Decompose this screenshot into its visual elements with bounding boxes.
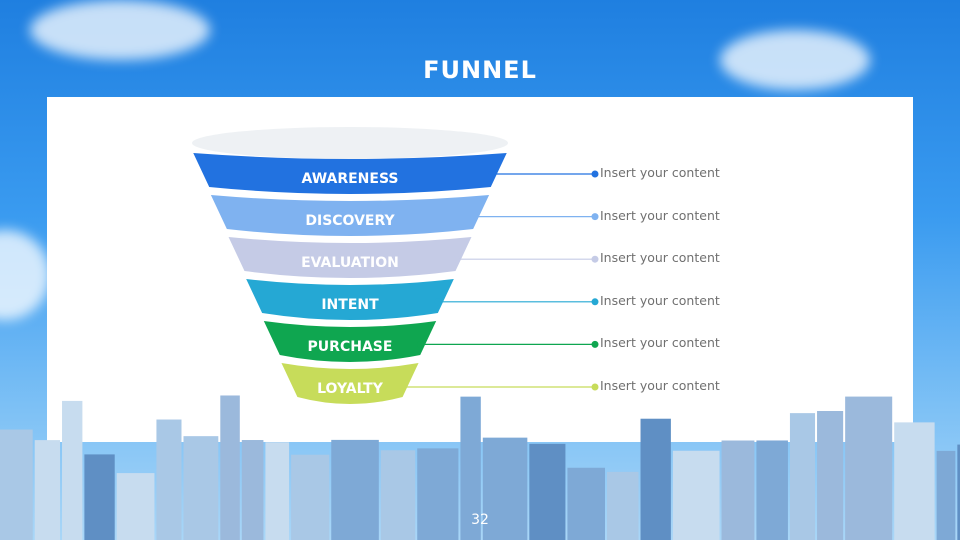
building <box>291 454 330 540</box>
funnel-top <box>192 127 508 159</box>
building <box>640 418 671 540</box>
slide-title: FUNNEL <box>423 56 537 84</box>
building <box>817 411 844 540</box>
building <box>380 450 416 540</box>
cloud <box>720 30 870 90</box>
stage-description: Insert your content <box>600 250 720 266</box>
building <box>220 395 240 540</box>
connector-dot <box>591 213 599 221</box>
connector-dot <box>591 170 599 178</box>
building <box>331 439 379 540</box>
building <box>567 467 606 540</box>
connector-dot <box>398 383 406 391</box>
stage-description: Insert your content <box>600 207 720 223</box>
stage-description: Insert your content <box>600 378 720 393</box>
connector-dot <box>452 255 460 263</box>
building <box>482 437 528 540</box>
building <box>265 442 290 540</box>
page-number: 32 <box>471 512 489 528</box>
connector-dot <box>470 213 478 221</box>
connector-dot <box>591 255 599 263</box>
building <box>672 450 720 540</box>
content-card <box>47 97 913 442</box>
building <box>721 440 755 540</box>
connector-dot <box>591 340 599 348</box>
building <box>936 450 956 540</box>
funnel-stage-awareness <box>193 153 507 194</box>
stage-description: Insert your content <box>600 335 720 351</box>
building <box>789 413 816 540</box>
stage-label: INTENT <box>321 297 379 313</box>
funnel-stage-loyalty <box>281 363 419 404</box>
building <box>607 471 639 540</box>
stage-description: Insert your content <box>600 165 720 180</box>
connector-dot <box>416 340 424 348</box>
connector-dot <box>434 298 442 306</box>
building <box>957 444 960 540</box>
building <box>417 448 459 540</box>
stage-description: Insert your content <box>600 292 720 308</box>
building <box>116 473 155 540</box>
cloud <box>30 0 210 60</box>
building <box>894 422 935 540</box>
building <box>62 400 83 540</box>
connector-dot <box>591 298 599 306</box>
building <box>84 454 115 540</box>
stage-label: LOYALTY <box>317 381 384 397</box>
stage-label: EVALUATION <box>301 255 399 271</box>
building <box>756 440 788 540</box>
funnel-stage-intent <box>246 279 454 320</box>
connector-dot <box>488 170 496 178</box>
building <box>183 436 219 540</box>
stage-label: PURCHASE <box>308 339 393 355</box>
building <box>156 419 182 540</box>
building <box>34 440 61 540</box>
funnel-stage-evaluation <box>228 237 472 278</box>
funnel-stage-purchase <box>263 321 437 362</box>
stage-label: DISCOVERY <box>305 213 395 229</box>
building <box>460 396 481 540</box>
building <box>845 396 893 540</box>
building <box>241 440 264 540</box>
funnel-stage-discovery <box>210 195 490 236</box>
building <box>0 429 33 540</box>
building <box>529 443 566 540</box>
stage-label: AWARENESS <box>301 171 398 187</box>
connector-dot <box>591 383 599 391</box>
